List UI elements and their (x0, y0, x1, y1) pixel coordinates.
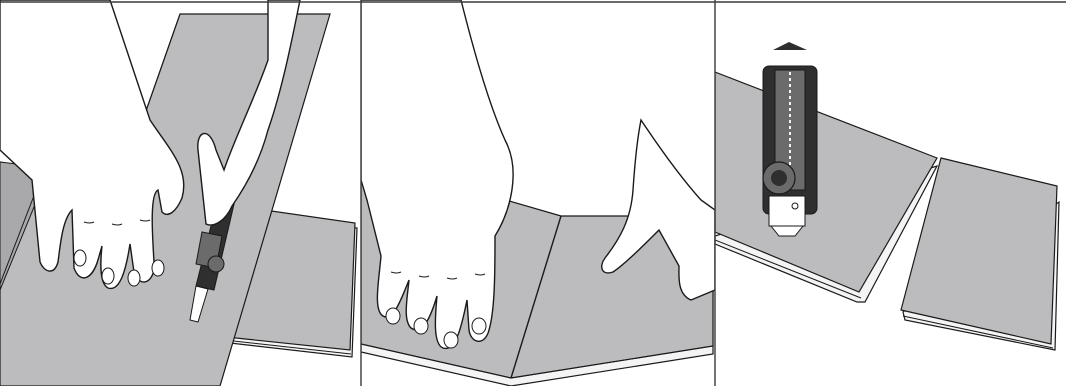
panel-trim-backing-drawing (715, 0, 1066, 386)
utility-knife-icon (763, 66, 817, 236)
panel-bend-break-drawing (361, 0, 715, 386)
panel-score-cut (0, 0, 361, 386)
panel-trim-backing (715, 0, 1066, 386)
panel-bend-break (361, 0, 715, 386)
panel-score-cut-drawing (0, 0, 361, 386)
